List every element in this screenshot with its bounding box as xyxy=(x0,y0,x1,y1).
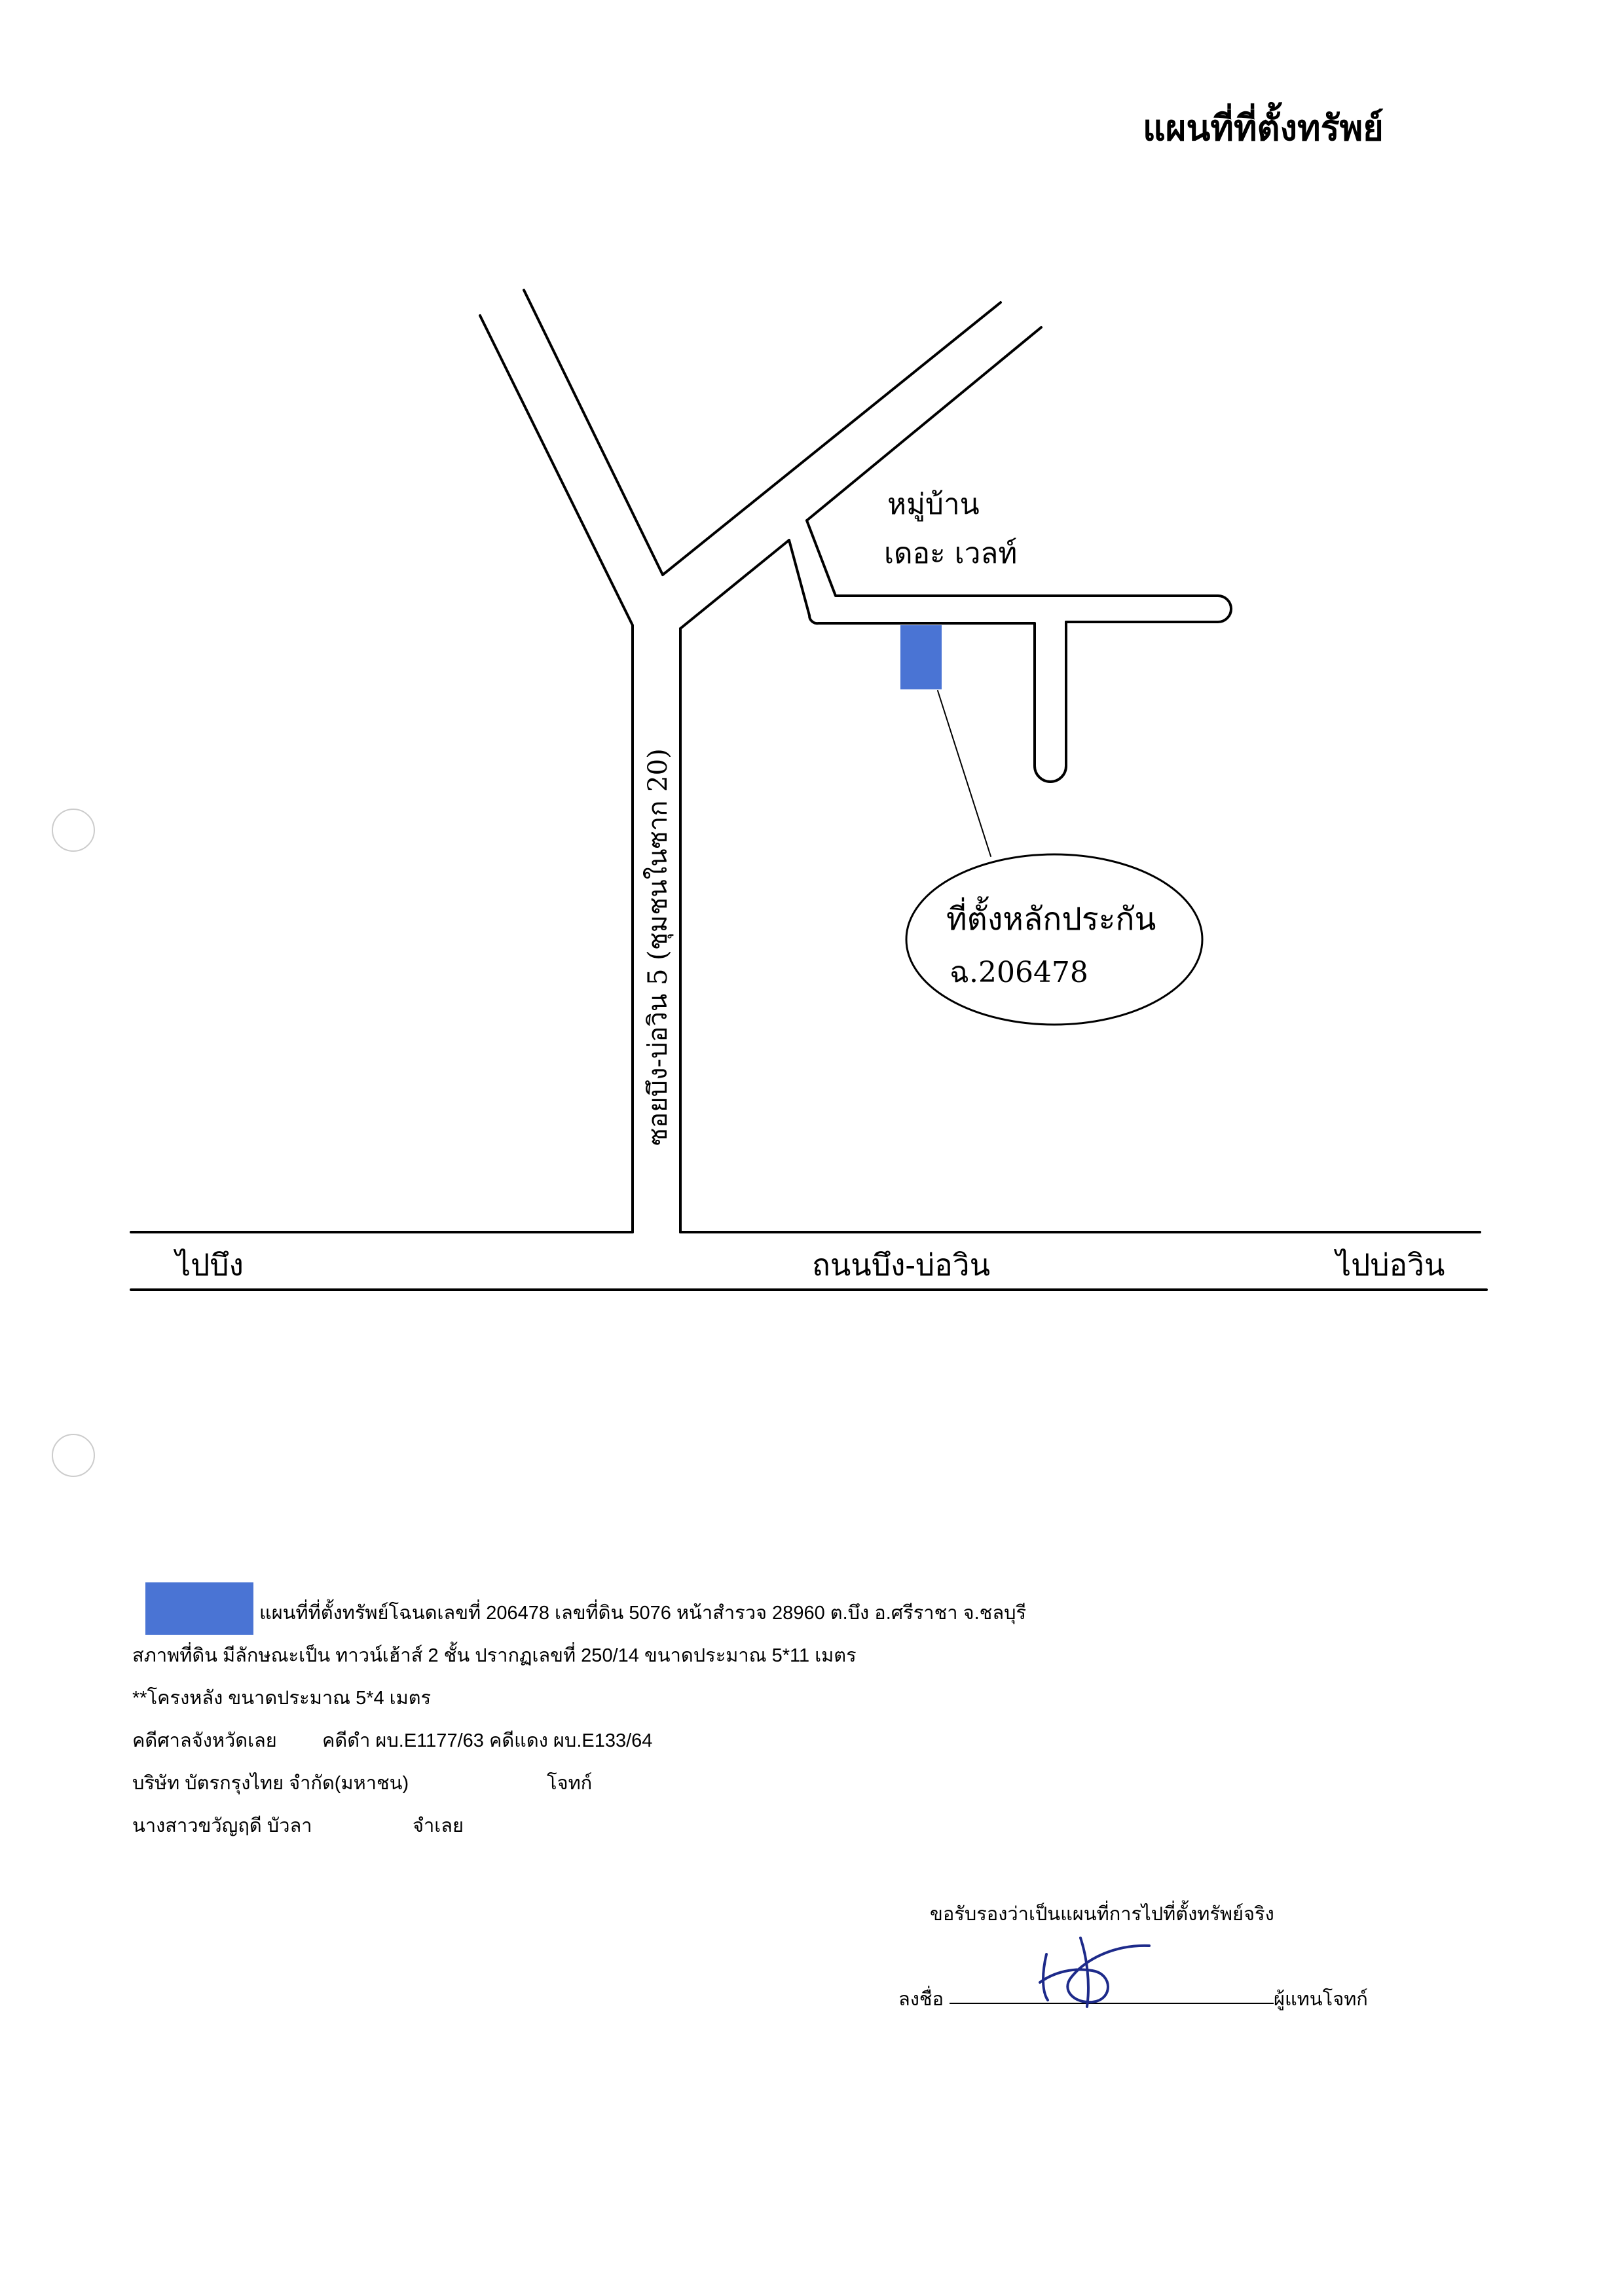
certification-statement: ขอรับรองว่าเป็นแผนที่การไปที่ตั้งทรัพย์จ… xyxy=(930,1904,1274,1925)
road-upper-right-edge-c xyxy=(805,326,1043,522)
village-label-line1: หมู่บ้าน xyxy=(887,488,980,522)
village-cul-de-sac xyxy=(1033,621,1067,783)
punch-hole-upper xyxy=(52,809,95,852)
legend-line-deed: แผนที่ที่ตั้งทรัพย์โฉนดเลขที่ 206478 เลข… xyxy=(259,1603,1027,1624)
collateral-ellipse xyxy=(905,853,1204,1026)
page-title: แผนที่ที่ตั้งทรัพย์ xyxy=(1143,107,1384,149)
soi-road-label: ซอยบึง-บ่อวิน 5 (ชุมชนในซาก 20) xyxy=(642,748,674,1146)
main-road-label: ถนนบึง-บ่อวิน xyxy=(812,1247,990,1283)
legend-line-court: คดีศาลจังหวัดเลย xyxy=(132,1730,277,1751)
road-upper-right-edge-b xyxy=(679,539,790,630)
collateral-label: ที่ตั้งหลักประกัน xyxy=(946,896,1156,938)
pointer-line xyxy=(937,690,991,857)
road-upper-left-edge-a xyxy=(479,314,634,1233)
signature-label: ลงชื่อ xyxy=(898,1989,944,2010)
village-road-lower xyxy=(788,539,1036,625)
legend-plaintiff-name: บริษัท บัตรกรุงไทย จำกัด(มหาชน) xyxy=(132,1773,409,1794)
legend-swatch xyxy=(145,1582,253,1635)
signature-scribble xyxy=(1039,1937,1151,2008)
signature-role: ผู้แทนโจทก์ xyxy=(1274,1989,1368,2010)
property-plot xyxy=(900,625,942,689)
legend-plaintiff-role: โจทก์ xyxy=(547,1773,593,1794)
road-upper-left-edge-b xyxy=(523,289,664,576)
direction-to-bo-win: ไปบ่อวิน xyxy=(1333,1247,1445,1283)
legend-defendant-role: จำเลย xyxy=(413,1815,464,1836)
title-deed-number: ฉ.206478 xyxy=(950,956,1088,989)
punch-hole-lower xyxy=(52,1434,95,1477)
legend-line-case: คดีดำ ผบ.E1177/63 คดีแดง ผบ.E133/64 xyxy=(322,1730,653,1751)
village-road-upper xyxy=(805,519,1232,623)
legend-defendant-name: นางสาวขวัญฤดี บัวลา xyxy=(132,1815,312,1836)
village-label-line2: เดอะ เวลท์ xyxy=(884,537,1017,570)
direction-to-bueng: ไปบึง xyxy=(173,1247,244,1283)
legend-line-land: สภาพที่ดิน มีลักษณะเป็น ทาวน์เฮ้าส์ 2 ชั… xyxy=(132,1645,857,1666)
road-upper-right-edge-a xyxy=(661,301,1002,576)
legend-line-structure: **โครงหลัง ขนาดประมาณ 5*4 เมตร xyxy=(132,1688,432,1709)
